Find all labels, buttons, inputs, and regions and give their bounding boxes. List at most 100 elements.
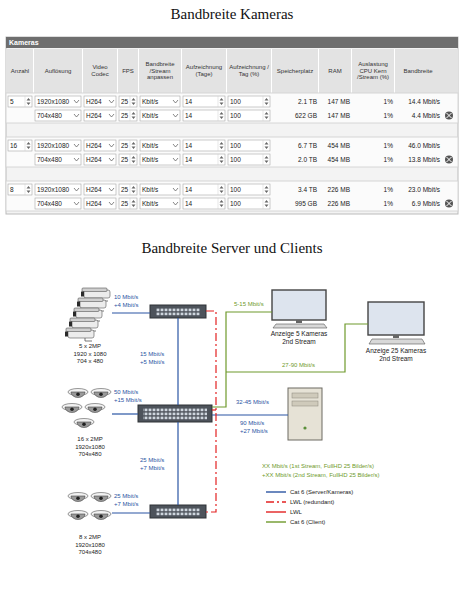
column-header: Auslastung CPU Kern /Stream (%) (353, 49, 393, 93)
bandwidth-label: 50 Mbit/s (114, 388, 138, 396)
input-value: Kbit/s (142, 184, 172, 195)
column-header: Anzahl (8, 49, 32, 93)
input-value: 14 (185, 110, 217, 121)
input-value: 704x480 (37, 198, 73, 209)
input-value: Kbit/s (142, 154, 172, 165)
result-value: 226 MB (320, 184, 350, 195)
input-value: 14 (185, 198, 217, 209)
legend-line (266, 511, 286, 512)
input-value: 25 (121, 140, 129, 151)
input-value: 100 (230, 154, 262, 165)
legend-line (266, 501, 286, 502)
input-value: Kbit/s (142, 96, 172, 107)
bandwidth-label: XX Mbit/s (1st Stream, FullHD 25 Bilder/… (262, 462, 374, 470)
client-monitor (368, 302, 425, 344)
node-text: 5 x 2MP (60, 343, 120, 351)
column-header: Speicherplatz (273, 49, 317, 93)
input-value: 100 (230, 198, 262, 209)
input-value: 100 (230, 96, 262, 107)
cable-line (212, 414, 288, 415)
input-value: 25 (121, 154, 129, 165)
column-header: Aufzeichnung (Tage) (183, 49, 225, 93)
bandwidth-label: +4 Mbit/s (114, 301, 139, 309)
legend-text: Cat 6 (Server/Kameras) (290, 488, 353, 496)
table-caption: Kameras (9, 37, 39, 48)
legend-text: Cat 6 (Client) (290, 518, 325, 526)
network-switch (138, 405, 212, 422)
node-text: 8 x 2MP (60, 534, 120, 542)
bandwidth-label: +5 Mbit/s (140, 358, 165, 366)
input-value: 704x480 (37, 154, 73, 165)
node-text: 704 x 480 (60, 358, 120, 366)
column-header: Aufzeichnung / Tag (%) (228, 49, 270, 93)
bandwidth-label: 90 Mbit/s (240, 419, 264, 427)
network-switch (150, 305, 206, 318)
result-value: 226 MB (320, 198, 350, 209)
camera-label: 5 x 2MP1920 x 1080704 x 480 (60, 343, 120, 366)
legend-text: LWL (290, 508, 302, 516)
input-value: 25 (121, 184, 129, 195)
result-value: 23.0 Mbit/s (396, 184, 440, 195)
cable-lines (112, 311, 368, 513)
cable-line (226, 324, 368, 372)
input-value: H264 (86, 184, 108, 195)
bandwidth-label: +7 Mbit/s (140, 464, 165, 472)
settings-table (6, 37, 458, 214)
input-value: 100 (230, 184, 262, 195)
result-value: 1% (353, 184, 393, 195)
input-value: H264 (86, 140, 108, 151)
result-value: 6.9 Mbit/s (396, 198, 440, 209)
column-header: RAM (320, 49, 350, 93)
input-value: H264 (86, 110, 108, 121)
input-value: 100 (230, 140, 262, 151)
bandwidth-label: 27-90 Mbit/s (282, 361, 315, 369)
bandwidth-label: 32-45 Mbit/s (236, 398, 269, 406)
node-text: 1920 x 1080 (60, 351, 120, 359)
legend-line (266, 491, 286, 492)
input-value: H264 (86, 154, 108, 165)
result-value: 147 MB (320, 96, 350, 107)
result-value: 454 MB (320, 154, 350, 165)
bandwidth-label: 5-15 Mbit/s (234, 300, 264, 308)
result-value: 46.0 Mbit/s (396, 140, 440, 151)
input-value: Kbit/s (142, 110, 172, 121)
result-value: 6.7 TB (273, 140, 317, 151)
cable-line (212, 312, 272, 407)
node-text: 704x480 (60, 549, 120, 557)
node-text: 704x480 (60, 451, 120, 459)
page-title: Bandbreite Kameras (0, 6, 464, 23)
cable-line (112, 413, 138, 414)
input-value: 14 (185, 96, 217, 107)
bandwidth-label: +27 Mbit/s (240, 427, 268, 435)
column-header: Bandbreite /Stream anpassen (140, 49, 180, 93)
camera-group (65, 288, 110, 341)
node-text: 16 x 2MP (60, 436, 120, 444)
result-value: 14.4 Mbit/s (396, 96, 440, 107)
result-value: 147 MB (320, 110, 350, 121)
client-label: Anzeige 25 Kameras2nd Stream (358, 347, 434, 362)
result-value: 454 MB (320, 140, 350, 151)
input-value: Kbit/s (142, 140, 172, 151)
legend-line (266, 521, 286, 522)
input-value: 1920x1080 (37, 140, 73, 151)
input-value: 25 (121, 110, 129, 121)
input-value: 16 (10, 140, 24, 151)
result-value: 622 GB (273, 110, 317, 121)
result-value: 1% (353, 198, 393, 209)
cable-line (112, 512, 150, 513)
result-value: 1% (353, 154, 393, 165)
input-value: H264 (86, 198, 108, 209)
input-value: 14 (185, 140, 217, 151)
input-value: 5 (10, 96, 24, 107)
bandwidth-label: +7 Mbit/s (114, 500, 139, 508)
input-value: Kbit/s (142, 198, 172, 209)
server-tower (288, 388, 322, 440)
bandwidth-label: 10 Mbit/s (114, 293, 138, 301)
cable-line (112, 312, 150, 313)
bandwidth-label: +XX Mbit/s (2nd Stream, FullHD 25 Bilder… (262, 471, 380, 479)
input-value: 1920x1080 (37, 184, 73, 195)
result-value: 4.4 Mbit/s (396, 110, 440, 121)
result-value: 1% (353, 110, 393, 121)
bandwidth-label: 25 Mbit/s (114, 492, 138, 500)
input-value: 8 (10, 184, 24, 195)
